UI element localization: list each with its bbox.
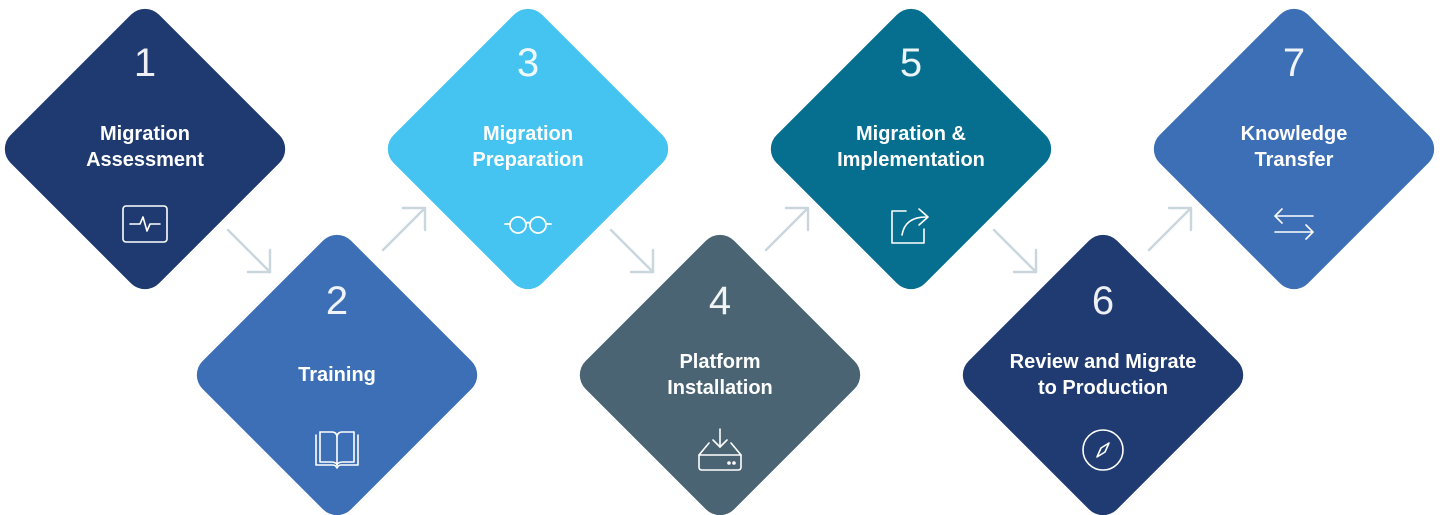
arrow-4-to-5	[758, 198, 818, 258]
step-2: 2 Training	[196, 234, 478, 515]
step-6-diamond	[962, 234, 1244, 515]
step-2-diamond	[196, 234, 478, 515]
step-1-title-line1: Migration	[100, 123, 190, 145]
step-7-title-line2: Transfer	[1254, 149, 1334, 171]
step-1-diamond	[4, 8, 286, 290]
step-5-diamond	[770, 8, 1052, 290]
share-icon	[886, 199, 936, 249]
step-7: 7 Knowledge Transfer	[1153, 8, 1435, 290]
step-5-title-line1: Migration &	[856, 123, 966, 145]
step-3-title-line2: Preparation	[472, 149, 584, 171]
step-4-title-line2: Installation	[667, 377, 773, 399]
step-4-title-line1: Platform	[679, 351, 761, 373]
step-2-title-line1: Training	[298, 364, 376, 386]
step-5-number: 5	[899, 41, 923, 85]
step-2-title: Training	[237, 362, 437, 388]
step-1: 1 Migration Assessment	[4, 8, 286, 290]
arrow-1-to-2	[222, 222, 282, 282]
download-drive-icon	[695, 425, 745, 475]
step-5: 5 Migration & Implementation	[770, 8, 1052, 290]
step-7-diamond	[1153, 8, 1435, 290]
arrow-6-to-7	[1141, 198, 1201, 258]
exchange-arrows-icon	[1269, 199, 1319, 249]
step-6-title-line1: Review and Migrate	[1009, 351, 1197, 373]
step-5-title: Migration & Implementation	[791, 121, 1031, 173]
compass-icon	[1078, 425, 1128, 475]
activity-monitor-icon	[120, 199, 170, 249]
open-book-icon	[312, 425, 362, 475]
step-3-number: 3	[516, 41, 540, 85]
step-6-title-line2: to Production	[1038, 377, 1168, 399]
arrow-2-to-3	[375, 198, 435, 258]
step-6-title: Review and Migrate to Production	[983, 349, 1223, 401]
step-4-number: 4	[708, 279, 732, 323]
step-3-title-line1: Migration	[483, 123, 573, 145]
step-5-title-line2: Implementation	[837, 149, 985, 171]
arrow-3-to-4	[605, 222, 665, 282]
step-7-title: Knowledge Transfer	[1194, 121, 1394, 173]
arrow-5-to-6	[988, 222, 1048, 282]
step-3-title: Migration Preparation	[428, 121, 628, 173]
step-1-number: 1	[133, 41, 157, 85]
step-3: 3 Migration Preparation	[387, 8, 669, 290]
glasses-icon	[503, 199, 553, 249]
step-1-title-line2: Assessment	[86, 149, 204, 171]
step-4: 4 Platform Installation	[579, 234, 861, 515]
step-3-diamond	[387, 8, 669, 290]
step-4-diamond	[579, 234, 861, 515]
step-4-title: Platform Installation	[620, 349, 820, 401]
step-2-number: 2	[325, 279, 349, 323]
step-6: 6 Review and Migrate to Production	[962, 234, 1244, 515]
step-1-title: Migration Assessment	[45, 121, 245, 173]
step-6-number: 6	[1091, 279, 1115, 323]
step-7-number: 7	[1282, 41, 1306, 85]
step-7-title-line1: Knowledge	[1240, 123, 1348, 145]
